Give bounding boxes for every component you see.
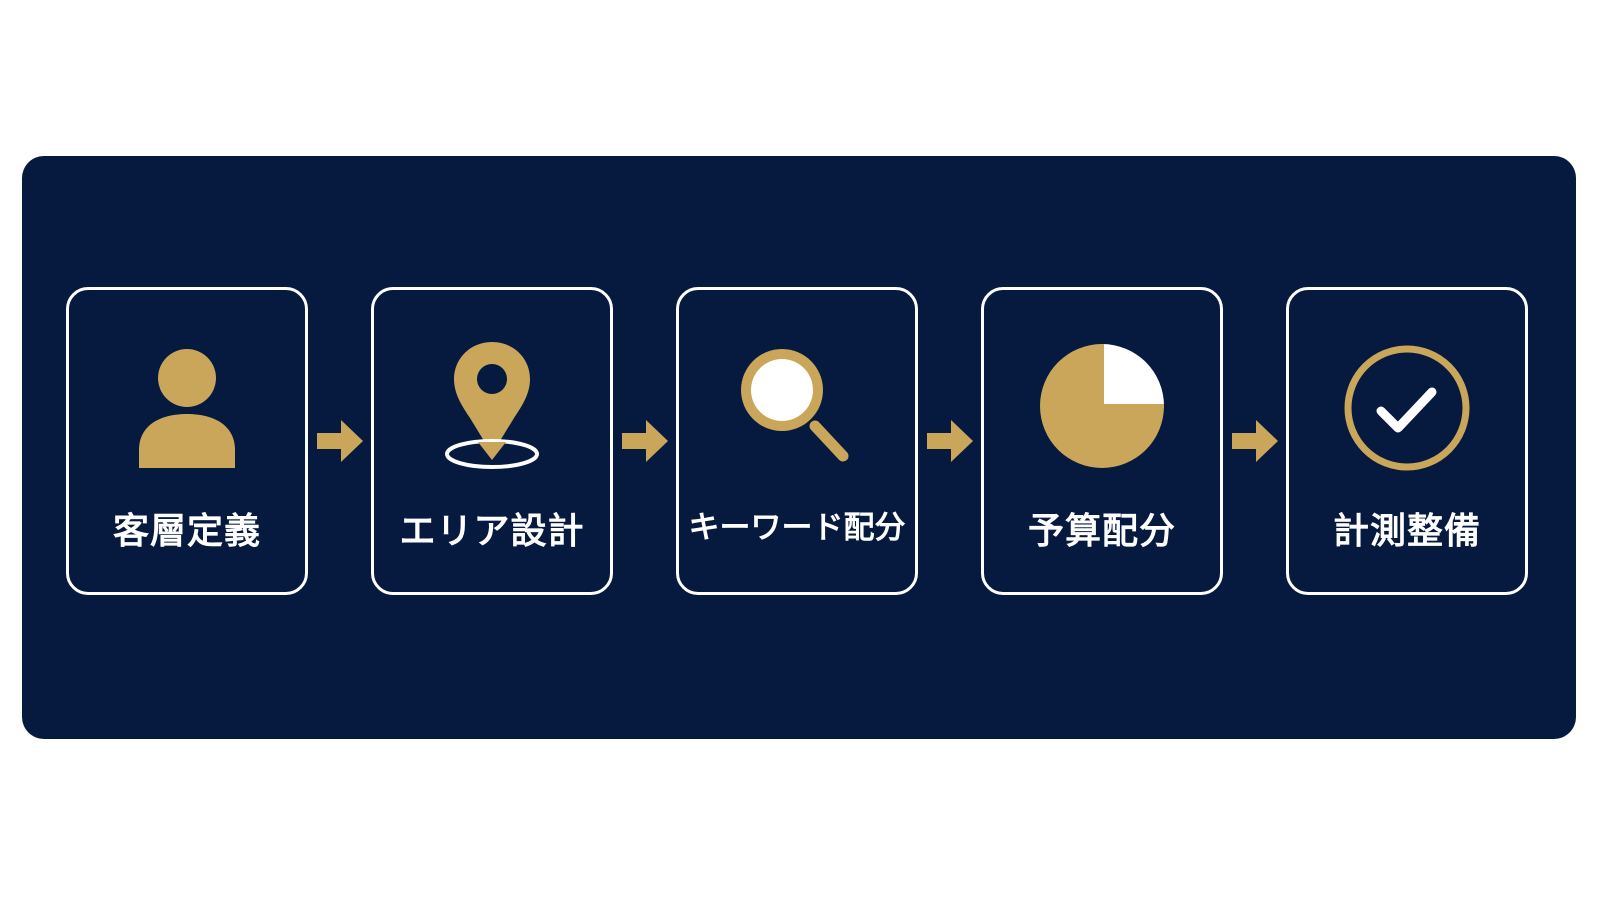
step-measurement-setup: 計測整備	[1286, 287, 1528, 595]
check-circle-icon	[1344, 345, 1470, 471]
step-label: 計測整備	[1332, 511, 1481, 552]
step-keyword-allocation: キーワード配分	[676, 287, 918, 595]
step-label: キーワード配分	[688, 510, 906, 546]
flow-panel: 客層定義 エリア設計	[22, 156, 1576, 739]
pie-chart-icon	[1040, 344, 1164, 468]
arrow-right-icon	[918, 287, 981, 595]
step-label: 予算配分	[1027, 511, 1176, 552]
step-area-design: エリア設計	[371, 287, 613, 595]
step-label: エリア設計	[399, 511, 585, 552]
arrow-right-icon	[613, 287, 676, 595]
step-budget-allocation: 予算配分	[981, 287, 1223, 595]
search-icon	[741, 349, 849, 462]
arrow-right-icon	[1223, 287, 1286, 595]
arrow-right-icon	[308, 287, 371, 595]
person-icon	[139, 349, 235, 468]
process-flow: 客層定義 エリア設計	[66, 287, 1528, 595]
step-label: 客層定義	[112, 511, 261, 552]
step-customer-definition: 客層定義	[66, 287, 308, 595]
location-pin-icon	[445, 342, 539, 469]
